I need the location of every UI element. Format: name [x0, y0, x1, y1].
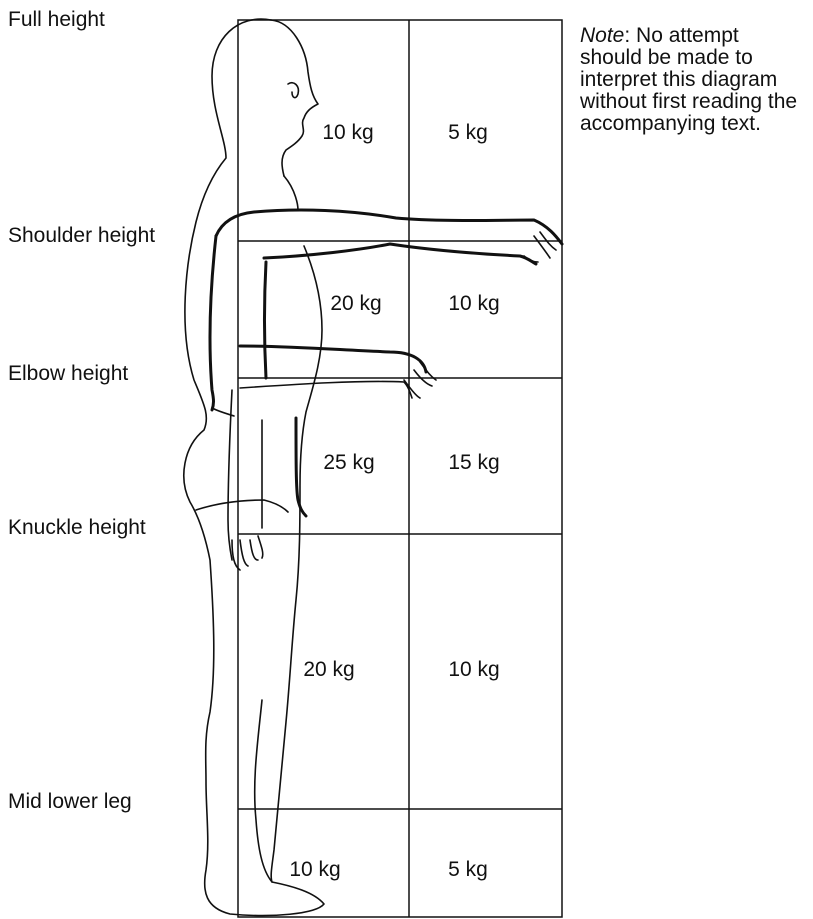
weight-elbow-knuckle-far: 15 kg — [448, 451, 499, 475]
figure-back-outline — [184, 19, 324, 915]
weight-knuckle-leg-close: 20 kg — [303, 658, 354, 682]
weight-knuckle-leg-far: 10 kg — [448, 658, 499, 682]
label-knuckle-height: Knuckle height — [8, 516, 146, 540]
note-text: Note: No attempt should be made to inter… — [580, 25, 805, 135]
weight-upper-far: 5 kg — [448, 121, 488, 145]
zone-grid-outline — [238, 20, 562, 917]
weight-shoulder-elbow-far: 10 kg — [448, 292, 499, 316]
weight-shoulder-elbow-close: 20 kg — [330, 292, 381, 316]
label-full-height: Full height — [8, 8, 105, 32]
human-figure — [184, 19, 412, 915]
weight-upper-close: 10 kg — [322, 121, 373, 145]
label-mid-lower-leg: Mid lower leg — [8, 790, 132, 814]
label-elbow-height: Elbow height — [8, 362, 128, 386]
figure-outstretched-hand — [524, 232, 556, 262]
weight-elbow-knuckle-close: 25 kg — [323, 451, 374, 475]
figure-ear — [288, 83, 298, 98]
figure-hanging-hand — [232, 536, 263, 570]
note-label: Note — [580, 24, 624, 47]
figure-shorts — [196, 408, 288, 512]
label-shoulder-height: Shoulder height — [8, 224, 155, 248]
figure-torso-contour — [210, 236, 216, 410]
figure-outstretched-arm — [216, 210, 562, 264]
zone-grid — [238, 20, 562, 917]
figure-front-outline — [271, 176, 322, 882]
figure-elbow-arm-lower — [240, 381, 412, 398]
figure-upper-arm-side — [265, 262, 267, 378]
weight-lower-leg-far: 5 kg — [448, 858, 488, 882]
weight-lower-leg-close: 10 kg — [289, 858, 340, 882]
figure-bent-arm — [240, 346, 426, 372]
